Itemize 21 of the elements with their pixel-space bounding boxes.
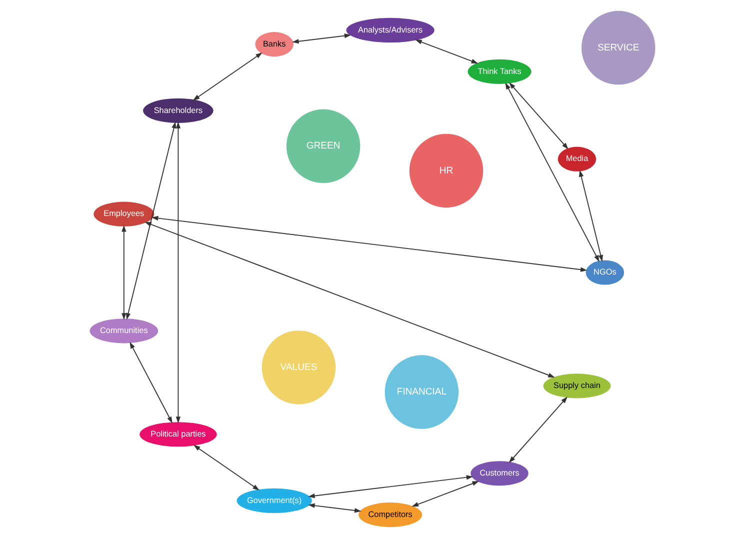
arrow [129,342,172,424]
arrow [508,82,568,150]
arrow [578,170,602,262]
arrow [151,216,587,272]
arrow [175,122,180,424]
node-circle: HR [408,134,483,208]
arrow [125,122,176,320]
arrow [308,503,361,513]
arrow [414,40,478,64]
arrow [504,82,599,262]
node-circle: FINANCIAL [384,355,458,429]
arrow [192,52,262,101]
arrow [411,481,479,507]
node-circle: GREEN [286,109,360,184]
arrow [308,475,473,498]
arrow [121,225,126,320]
arrow [508,396,567,463]
node-circle: VALUES [261,330,336,404]
arrow [192,444,259,490]
arrow [292,33,351,44]
node-circle: SERVICE [581,10,655,85]
